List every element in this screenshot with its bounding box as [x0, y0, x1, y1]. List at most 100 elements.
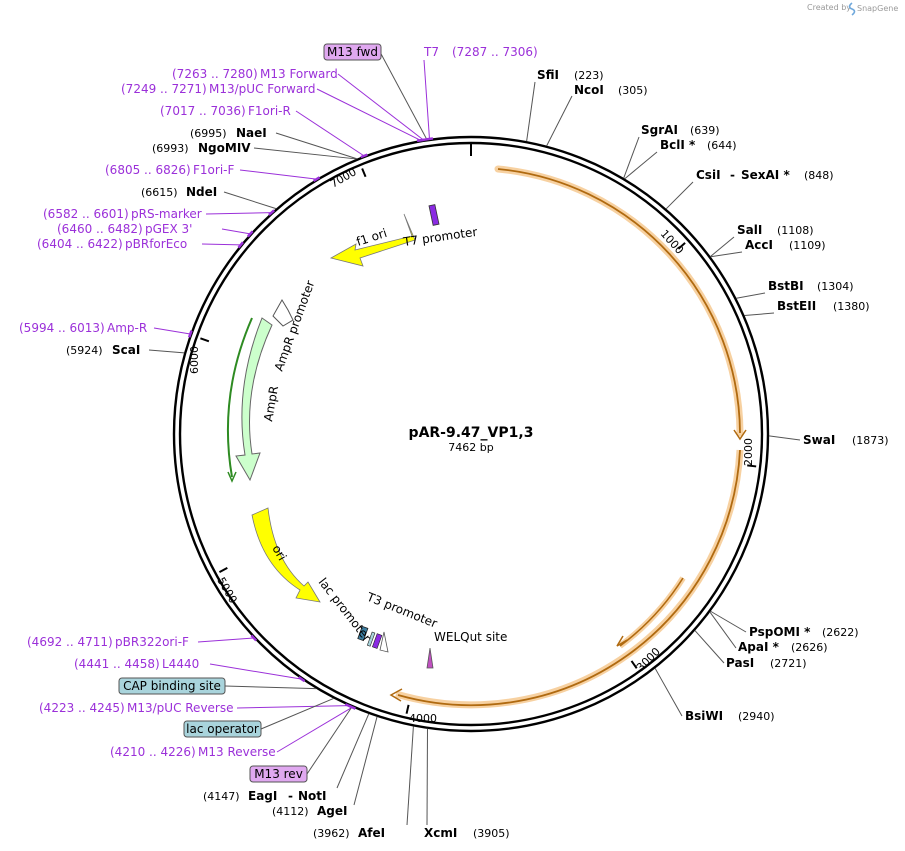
leader-line	[423, 59, 430, 139]
enzyme-pos-naei: (6995)	[190, 127, 227, 140]
primer-mark	[360, 153, 368, 159]
primer-mark	[237, 241, 244, 249]
primer-range-amp-r: (5994 .. 6013)	[19, 321, 105, 335]
primer-name-f1ori-r: F1ori-R	[248, 104, 291, 118]
enzyme-pos-sfii: (223)	[574, 69, 604, 82]
enzyme-name-sfii: SfiI	[537, 68, 559, 82]
tick-mark-6000	[200, 337, 210, 343]
enzyme-name-bcli: BclI *	[660, 138, 696, 152]
leader-line	[337, 73, 424, 141]
leader-line	[205, 212, 272, 215]
enzyme-pos-ndei: (6615)	[141, 186, 178, 199]
leader-line	[201, 243, 241, 246]
leader-line	[209, 663, 302, 680]
leader-line	[276, 706, 353, 753]
enzyme-sep-eagi-noti: -	[288, 789, 293, 803]
leader-line	[148, 349, 185, 354]
enzyme-name-afei: AfeI	[358, 826, 385, 840]
feature-ori: ori	[251, 507, 321, 603]
enzyme-pos-afei: (3962)	[313, 827, 350, 840]
svg-text:M13 fwd: M13 fwd	[327, 45, 378, 59]
primer-mark	[250, 634, 258, 642]
enzyme-pos-pspomi: (2622)	[822, 626, 859, 639]
enzyme-name-csii: CsiI	[696, 168, 721, 182]
tick-label-7000: 7000	[328, 165, 359, 190]
enzyme-name-noti: NotI	[298, 789, 327, 803]
enzyme-name-bstbi: BstBI	[768, 279, 804, 293]
leader-line	[768, 435, 801, 441]
feature-lac-promoter: lac promoter	[316, 575, 383, 649]
leader-line	[744, 312, 775, 317]
feature-label-welqut-site: WELQut site	[434, 630, 507, 644]
feature-welqut-site: WELQut site	[426, 630, 507, 669]
leader-line	[654, 668, 683, 717]
primer-mark	[268, 209, 275, 216]
primer-range-f1ori-r: (7017 .. 7036)	[160, 104, 246, 118]
primer-range-t7: (7287 .. 7306)	[452, 45, 538, 59]
leader-line	[665, 181, 694, 210]
enzyme-pos-bsteii: (1380)	[833, 300, 870, 313]
primer-range-l4440: (4441 .. 4458)	[74, 657, 160, 671]
enzyme-pos-eagi-noti: (4147)	[203, 790, 240, 803]
primer-mark	[246, 230, 254, 238]
brand-name: SnapGene	[857, 4, 898, 13]
primer-name-m13-reverse: M13 Reverse	[198, 745, 276, 759]
leader-line	[710, 251, 743, 258]
primer-name-prs-marker: pRS-marker	[131, 207, 202, 221]
enzyme-pos-scai: (5924)	[66, 344, 103, 357]
enzyme-name-agei: AgeI	[317, 804, 347, 818]
leader-line	[306, 706, 353, 775]
leader-line	[316, 88, 421, 141]
leader-line	[239, 169, 317, 180]
primer-mark	[348, 704, 356, 710]
tick-marks	[200, 168, 757, 714]
enzyme-name-bsteii: BstEII	[777, 299, 816, 313]
tick-label-6000: 6000	[188, 346, 201, 374]
backbone	[172, 135, 770, 733]
feature-ampr-promoter: AmpR promoter	[272, 279, 318, 373]
plasmid-name: pAR-9.47_VP1,3	[409, 425, 534, 441]
feature-label-lac-promoter: lac promoter	[316, 575, 374, 644]
leader-line	[275, 132, 357, 160]
leader-line	[710, 610, 747, 633]
enzyme-name-ncoi: NcoI	[574, 83, 604, 97]
primer-name-pbr322ori-f: pBR322ori-F	[115, 635, 189, 649]
leader-line	[736, 292, 766, 299]
primer-mark	[416, 138, 425, 143]
enzyme-pos-swai: (1873)	[852, 434, 889, 447]
leader-line	[236, 705, 349, 709]
primer-mark	[425, 137, 434, 141]
enzyme-name-sali: SalI	[737, 223, 762, 237]
leader-line	[710, 236, 735, 257]
primer-range-m13-puc-reverse: (4223 .. 4245)	[39, 701, 125, 715]
enzyme-name-scai: ScaI	[112, 343, 140, 357]
primer-range-m13-forward: (7263 .. 7280)	[172, 67, 258, 81]
enzyme-pos-sali: (1108)	[777, 224, 814, 237]
primer-marks	[187, 137, 434, 710]
primer-range-pbr322ori-f: (4692 .. 4711)	[27, 635, 113, 649]
primer-name-pgex-3: pGEX 3'	[145, 222, 192, 236]
feature-label-ampr-promoter: AmpR promoter	[272, 279, 318, 373]
leader-line	[295, 110, 365, 157]
backbone-outer-strand	[172, 135, 770, 733]
feature-ampr: AmpR	[226, 317, 281, 483]
enzyme-name-bsiwi: BsiWI	[685, 709, 723, 723]
leader-line	[260, 697, 334, 730]
enzyme-name-sexai: SexAI *	[741, 168, 790, 182]
tick-mark-7000	[361, 168, 367, 178]
feature-label-ampr: AmpR	[261, 385, 281, 423]
svg-text:CAP binding site: CAP binding site	[123, 679, 221, 693]
enzyme-name-pasi: PasI	[726, 656, 754, 670]
leader-line	[336, 713, 370, 789]
boxed-label-m13-rev: M13 rev	[249, 765, 308, 783]
enzyme-pos-sgrai: (639)	[690, 124, 720, 137]
boxed-label-lac-operator: lac operator	[183, 720, 262, 738]
enzyme-name-sgrai: SgrAI	[641, 123, 678, 137]
primer-name-pbrforeco: pBRforEco	[125, 237, 187, 251]
brand-prefix: Created by	[807, 3, 851, 12]
svg-text:lac operator: lac operator	[186, 722, 259, 736]
primer-range-pbrforeco: (6404 .. 6422)	[37, 237, 123, 251]
primer-range-prs-marker: (6582 .. 6601)	[43, 207, 129, 221]
primer-name-m13-forward: M13 Forward	[260, 67, 338, 81]
primer-range-pgex-3: (6460 .. 6482)	[57, 222, 143, 236]
